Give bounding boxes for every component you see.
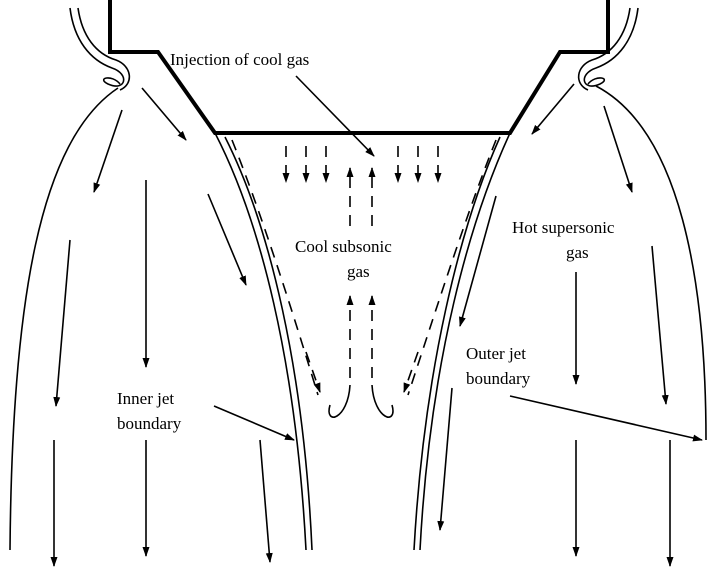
inner-boundary-pointer-arrow (214, 406, 294, 440)
flow-arrow (652, 246, 666, 404)
right-recirculation-loop (372, 385, 393, 417)
flow-arrow (532, 84, 574, 134)
inner-boundary-label-line2: boundary (117, 414, 182, 433)
flow-arrow (94, 110, 122, 192)
cool-subsonic-label-line2: gas (347, 262, 370, 281)
flow-arrow (208, 194, 246, 285)
right-inner-jet-boundary-a (420, 133, 510, 550)
side-inflow-arrow-right (404, 352, 418, 392)
flow-arrow (440, 388, 452, 530)
outer-boundary-pointer-arrow (510, 396, 702, 440)
flow-arrow (260, 440, 270, 562)
inner-boundary-label-line1: Inner jet (117, 389, 174, 408)
outer-boundary-label-line2: boundary (466, 369, 531, 388)
left-inner-jet-boundary-b (225, 137, 312, 550)
right-flow-arrows (440, 84, 670, 566)
flow-arrow (604, 106, 632, 192)
left-subsonic-boundary (232, 140, 318, 395)
flow-arrow (56, 240, 70, 406)
left-flow-arrows (54, 88, 270, 566)
side-inflow-arrow-left (306, 352, 320, 392)
left-inner-jet-boundary-a (215, 133, 306, 550)
hot-supersonic-label-line2: gas (566, 243, 589, 262)
hot-supersonic-label-line1: Hot supersonic (512, 218, 615, 237)
right-outer-jet-boundary (596, 86, 706, 440)
injection-pointer-arrow (296, 76, 374, 156)
left-recirculation-loop (329, 385, 350, 417)
injection-label: Injection of cool gas (170, 50, 309, 69)
outer-boundary-label-line1: Outer jet (466, 344, 526, 363)
left-nozzle-lip (70, 8, 129, 90)
flow-arrow (142, 88, 186, 140)
cool-subsonic-label-line1: Cool subsonic (295, 237, 392, 256)
injection-arrows (286, 146, 438, 182)
